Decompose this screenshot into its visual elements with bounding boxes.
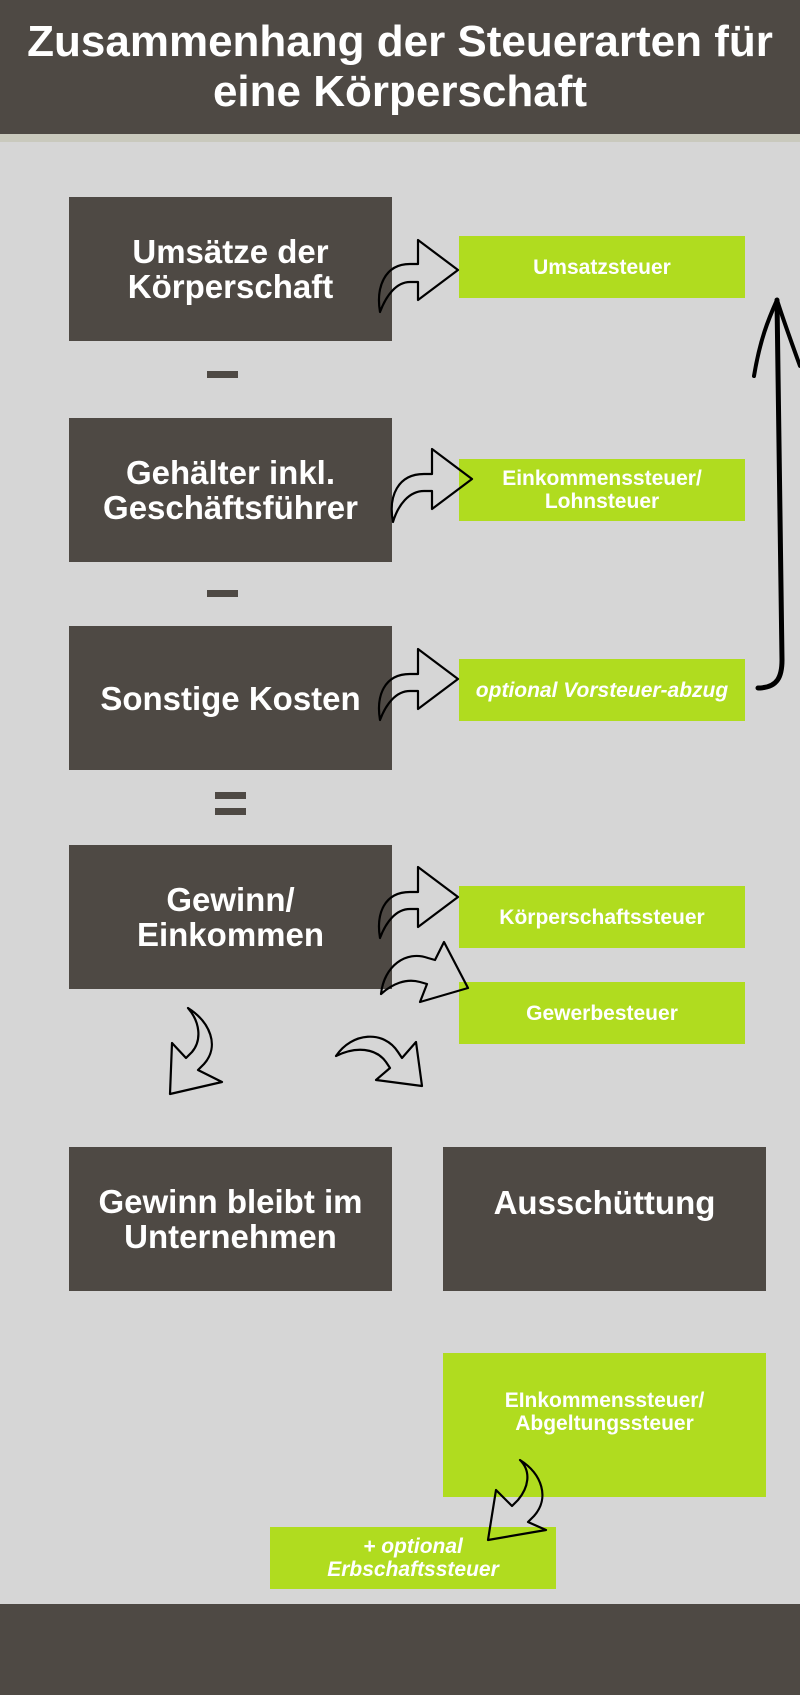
tag-einkommen-lohnsteuer-label: Einkommenssteuer/ Lohnsteuer	[502, 467, 702, 513]
tag-einkommen-lohnsteuer: Einkommenssteuer/ Lohnsteuer	[459, 459, 745, 521]
tag-gewerbesteuer-label: Gewerbesteuer	[526, 1001, 678, 1025]
long-arrow-head-icon	[752, 298, 800, 378]
curved-arrow-vorsteuer-icon	[378, 647, 460, 722]
box-kosten: Sonstige Kosten	[69, 626, 392, 770]
box-kosten-label: Sonstige Kosten	[100, 679, 361, 717]
curved-arrow-gewinn-bleibt-icon	[168, 1006, 224, 1096]
page-title: Zusammenhang der Steuerarten für eine Kö…	[27, 17, 773, 116]
curved-arrow-umsatzsteuer-icon	[378, 238, 460, 314]
tag-vorsteuerabzug: optional Vorsteuer-abzug	[459, 659, 745, 721]
box-gewinn: Gewinn/ Einkommen	[69, 845, 392, 989]
tag-vorsteuerabzug-label: optional Vorsteuer-abzug	[475, 678, 729, 702]
curved-arrow-ausschuettung-icon	[334, 1035, 424, 1088]
tag-umsatzsteuer-label: Umsatzsteuer	[533, 255, 671, 279]
box-ausschuettung-label: Ausschüttung	[493, 1184, 716, 1221]
header-banner: Zusammenhang der Steuerarten für eine Kö…	[0, 0, 800, 142]
tag-einkommen-abgeltungssteuer-label: EInkommenssteuer/ Abgeltungssteuer	[504, 1389, 705, 1435]
box-gewinn-label: Gewinn/ Einkommen	[136, 881, 325, 953]
long-arrow-vorsteuer-to-umsatzsteuer-icon	[755, 297, 785, 691]
footer-bar	[0, 1604, 800, 1695]
curved-arrow-lohnsteuer-icon	[390, 447, 474, 524]
curved-arrow-erbschaftssteuer-icon	[486, 1458, 548, 1542]
box-gehaelter-label: Gehälter inkl. Geschäftsführer	[103, 454, 358, 526]
tag-umsatzsteuer: Umsatzsteuer	[459, 236, 745, 298]
box-ausschuettung: Ausschüttung	[443, 1147, 766, 1291]
tag-erbschaftssteuer-label: + optional Erbschaftssteuer	[327, 1535, 499, 1581]
box-gehaelter: Gehälter inkl. Geschäftsführer	[69, 418, 392, 562]
box-umsaetze: Umsätze der Körperschaft	[69, 197, 392, 341]
equals-operator-top	[215, 792, 246, 799]
minus-operator-2	[207, 590, 238, 597]
tag-gewerbesteuer: Gewerbesteuer	[459, 982, 745, 1044]
minus-operator-1	[207, 371, 238, 378]
tag-koerperschaftssteuer-label: Körperschaftssteuer	[499, 905, 705, 929]
curved-arrow-gewerbesteuer-icon	[379, 940, 470, 1004]
tag-einkommen-abgeltungssteuer: EInkommenssteuer/ Abgeltungssteuer	[443, 1353, 766, 1497]
box-gewinn-bleibt: Gewinn bleibt im Unternehmen	[69, 1147, 392, 1291]
curved-arrow-koerperschaftssteuer-icon	[378, 865, 460, 940]
box-gewinn-bleibt-label: Gewinn bleibt im Unternehmen	[98, 1183, 363, 1255]
box-umsaetze-label: Umsätze der Körperschaft	[127, 233, 334, 305]
tag-koerperschaftssteuer: Körperschaftssteuer	[459, 886, 745, 948]
equals-operator-bottom	[215, 808, 246, 815]
